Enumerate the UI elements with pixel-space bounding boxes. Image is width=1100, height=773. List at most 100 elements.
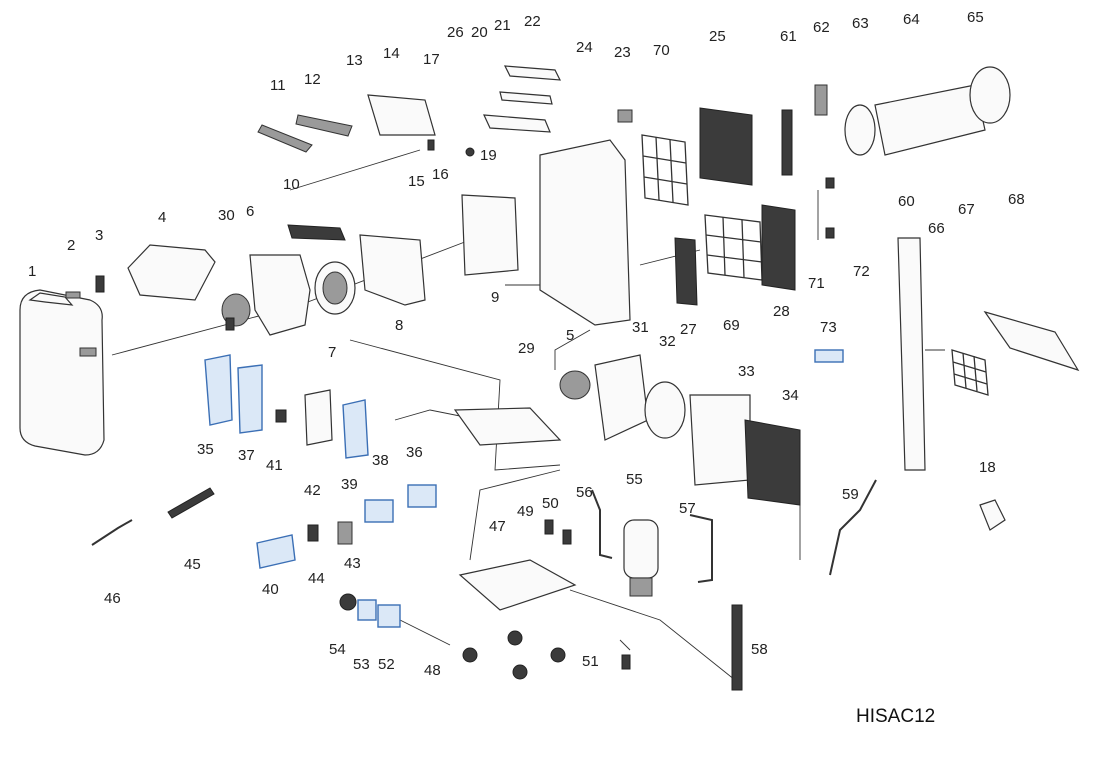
part-label-39: 39 [341,476,358,493]
part-exhaust-hose [844,66,1011,156]
part-18 [979,499,1006,531]
part-label-59: 59 [842,486,859,503]
part-filter-69 [704,214,763,281]
part-label-12: 12 [304,71,321,88]
part-bracket-21 [499,91,553,105]
part-label-33: 33 [738,363,755,380]
part-label-53: 53 [353,656,370,673]
part-label-23: 23 [614,44,631,61]
part-49 [544,519,554,535]
part-label-47: 47 [489,518,506,535]
part-39 [342,399,369,459]
part-label-52: 52 [378,656,395,673]
part-label-11: 11 [270,77,286,94]
part-label-25: 25 [709,28,726,45]
part-label-58: 58 [751,641,768,658]
part-label-55: 55 [626,471,643,488]
part-label-66: 66 [928,220,945,237]
part-label-19: 19 [480,147,497,164]
part-compressor [623,519,659,597]
part-tube-57 [689,514,713,583]
part-label-5: 5 [566,327,574,344]
part-casters [462,630,566,680]
part-label-48: 48 [424,662,441,679]
part-back-panel [539,139,631,326]
part-label-43: 43 [344,555,361,572]
part-label [65,291,81,299]
part-label-34: 34 [782,387,799,404]
part-base-pan [458,559,577,611]
part-grille [287,224,346,241]
part-power-cord [91,519,133,546]
part-label-26: 26 [447,24,464,41]
part-61 [781,109,793,176]
part-71 [825,177,835,189]
part-label-18: 18 [979,459,996,476]
part-label-13: 13 [346,52,363,69]
part-switch [95,275,105,293]
part-plate [983,310,1080,372]
part-motor-5 [559,370,591,400]
part-label-27: 27 [680,321,697,338]
part-label-62: 62 [813,19,830,36]
part-filter-70 [641,134,689,206]
part-strip-11 [257,124,313,153]
part-40 [256,534,296,569]
part-35 [204,354,233,426]
part-evaporator [674,237,698,306]
part-19 [465,147,475,157]
part-strip-12 [295,114,353,137]
part-label-22: 22 [524,13,541,30]
part-58 [731,604,743,691]
part-label-56: 56 [576,484,593,501]
part-label-49: 49 [517,503,534,520]
part-fan-motor [221,293,251,331]
part-top-cover [127,244,216,301]
part-label-71: 71 [808,275,825,292]
part-label-61: 61 [780,28,797,45]
part-label-37: 37 [238,447,255,464]
part-label-41: 41 [266,457,283,474]
part-label-10: 10 [283,176,300,193]
part-label-31: 31 [632,319,649,336]
part-volute [359,234,426,306]
part-label-8: 8 [395,317,403,334]
part-label-4: 4 [158,209,166,226]
part-label-29: 29 [518,340,535,357]
part-label-9: 9 [491,289,499,306]
part-72 [825,227,835,239]
part-label-50: 50 [542,495,559,512]
part-38 [364,499,394,523]
part-label-16: 16 [432,166,449,183]
part-label-45: 45 [184,556,201,573]
part-label-68: 68 [1008,191,1025,208]
part-tube-56 [591,489,613,559]
part-filter-25 [699,107,753,186]
part-label-35: 35 [197,441,214,458]
part-front-panel [19,289,105,456]
part-shroud [689,394,751,486]
part-label-20: 20 [471,24,488,41]
part-control-board [304,389,333,446]
part-water-tray [453,407,562,446]
part-capacitor [337,521,353,545]
part-41 [275,409,287,423]
part-label-64: 64 [903,11,920,28]
part-condenser [744,419,801,506]
part-label-44: 44 [308,570,325,587]
part-label-42: 42 [304,482,321,499]
part-label-54: 54 [329,641,346,658]
part-label-46: 46 [104,590,121,607]
part-16 [427,139,435,151]
part-label-73: 73 [820,319,837,336]
part-window-slider [897,237,926,471]
part-mesh [951,349,989,396]
part-label-30: 30 [218,207,235,224]
part-label-65: 65 [967,9,984,26]
part-label-6: 6 [246,203,254,220]
part-label-63: 63 [852,15,869,32]
part-housing-31 [594,354,649,441]
part-fan-32 [644,381,686,439]
